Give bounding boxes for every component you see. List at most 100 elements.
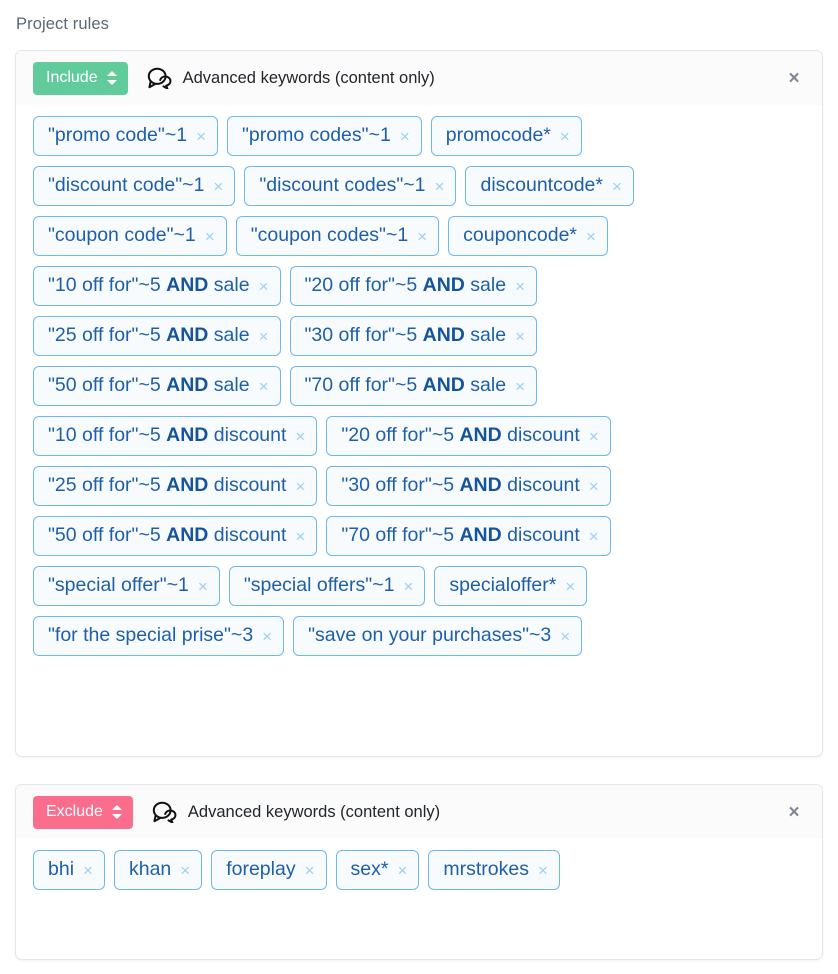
keyword-tag-remove-icon[interactable]: ×: [304, 860, 315, 880]
rule-mode-selector-exclude[interactable]: Exclude: [33, 795, 133, 829]
keyword-tag-remove-icon[interactable]: ×: [295, 476, 306, 496]
keyword-tag: promocode*×: [430, 116, 582, 156]
keyword-tag: khan×: [113, 850, 203, 890]
keyword-tag: "promo code"~1 ×: [33, 116, 218, 156]
keyword-tag-remove-icon[interactable]: ×: [197, 576, 208, 596]
keyword-tag: "30 off for"~5 AND discount ×: [326, 466, 611, 506]
comments-icon: [147, 67, 172, 90]
keyword-tag: "30 off for"~5 AND sale ×: [289, 316, 537, 356]
keyword-tag: "10 off for"~5 AND discount ×: [33, 416, 318, 456]
keyword-tag-remove-icon[interactable]: ×: [515, 276, 525, 296]
keyword-tag: "coupon codes"~1 ×: [235, 216, 440, 256]
keyword-tag-label: "discount code"~1: [48, 174, 205, 197]
keyword-tag-remove-icon[interactable]: ×: [258, 276, 269, 296]
keyword-tag-label: bhi: [48, 858, 75, 881]
keyword-tag-area: bhi×khan×foreplay×sex*×mrstrokes×: [16, 839, 822, 906]
keyword-tag-remove-icon[interactable]: ×: [258, 326, 269, 346]
keyword-tag-remove-icon[interactable]: ×: [399, 126, 410, 146]
chevron-up-down-icon: [111, 804, 122, 820]
keyword-tag: "special offer"~1 ×: [33, 566, 220, 606]
keyword-tag-remove-icon[interactable]: ×: [295, 526, 306, 546]
keyword-tag-row: "special offer"~1×"special offers"~1×spe…: [33, 566, 806, 606]
keyword-tag-remove-icon[interactable]: ×: [588, 476, 599, 496]
keyword-tag-remove-icon[interactable]: ×: [258, 376, 269, 396]
keyword-tag-row: "25 off for"~5 AND sale×"30 off for"~5 A…: [33, 316, 806, 356]
keyword-tag-label: "50 off for"~5 AND sale: [48, 374, 250, 397]
keyword-tag-label: foreplay: [226, 858, 296, 881]
rule-mode-label: Exclude: [46, 803, 103, 820]
keyword-tag-remove-icon[interactable]: ×: [204, 226, 215, 246]
keyword-tag-row: "discount code"~1×"discount codes"~1×dis…: [33, 166, 806, 206]
keyword-tag-label: "coupon codes"~1: [250, 224, 409, 247]
keyword-tag-label: mrstrokes: [443, 858, 529, 881]
keyword-tag: "25 off for"~5 AND sale ×: [33, 316, 281, 356]
keyword-tag-label: "special offer"~1: [48, 574, 189, 597]
close-icon[interactable]: ×: [782, 66, 806, 90]
keyword-tag-row: "promo code"~1×"promo codes"~1×promocode…: [33, 116, 806, 156]
keyword-tag-remove-icon[interactable]: ×: [586, 226, 596, 246]
keyword-tag-label: specialoffer*: [449, 574, 557, 597]
keyword-tag-remove-icon[interactable]: ×: [295, 426, 306, 446]
keyword-tag-remove-icon[interactable]: ×: [560, 626, 571, 646]
keyword-tag: "20 off for"~5 AND sale ×: [289, 266, 537, 306]
keyword-tag-remove-icon[interactable]: ×: [565, 576, 576, 596]
keyword-tag: "discount codes"~1×: [244, 166, 457, 206]
keyword-tag-remove-icon[interactable]: ×: [611, 176, 622, 196]
keyword-tag: "10 off for"~5 AND sale ×: [33, 266, 281, 306]
keyword-tag-label: couponcode*: [463, 224, 578, 247]
keyword-tag-remove-icon[interactable]: ×: [515, 376, 525, 396]
keyword-tag: sex*×: [335, 850, 420, 890]
keyword-tag-remove-icon[interactable]: ×: [83, 860, 93, 880]
keyword-tag-remove-icon[interactable]: ×: [262, 626, 273, 646]
keyword-tag: foreplay ×: [211, 850, 327, 890]
keyword-tag-label: "20 off for"~5 AND discount: [341, 424, 580, 447]
keyword-tag-row: "coupon code"~1×"coupon codes"~1×couponc…: [33, 216, 806, 256]
keyword-tag-remove-icon[interactable]: ×: [537, 860, 548, 880]
keyword-tag: couponcode* ×: [448, 216, 608, 256]
keyword-tag: "coupon code"~1×: [33, 216, 227, 256]
keyword-tag-remove-icon[interactable]: ×: [559, 126, 570, 146]
keyword-tag-row: "50 off for"~5 AND discount×"70 off for"…: [33, 516, 806, 556]
keyword-tag-remove-icon[interactable]: ×: [588, 426, 599, 446]
keyword-tag-label: "10 off for"~5 AND sale: [48, 274, 250, 297]
rule-mode-selector-include[interactable]: Include: [33, 61, 128, 95]
keyword-tag-remove-icon[interactable]: ×: [588, 526, 599, 546]
keyword-tag: specialoffer* ×: [434, 566, 588, 606]
keyword-tag-row: "for the special prise"~3 × "save on your …: [33, 616, 806, 656]
keyword-tag-label: "promo codes"~1: [242, 124, 391, 147]
comments-icon: [152, 801, 177, 824]
keyword-tag: mrstrokes ×: [428, 850, 560, 890]
keyword-tag-label: "25 off for"~5 AND sale: [48, 324, 250, 347]
keyword-tag-remove-icon[interactable]: ×: [515, 326, 525, 346]
keyword-tag: discountcode* ×: [465, 166, 634, 206]
keyword-tag-remove-icon[interactable]: ×: [213, 176, 224, 196]
keyword-tag-remove-icon[interactable]: ×: [397, 860, 408, 880]
rule-card-exclude: Exclude Advanced keywords (content only)…: [15, 784, 823, 960]
keyword-tag-remove-icon[interactable]: ×: [196, 126, 206, 146]
keyword-tag-remove-icon[interactable]: ×: [417, 226, 428, 246]
keyword-tag: "discount code"~1 ×: [33, 166, 236, 206]
keyword-tag-remove-icon[interactable]: ×: [180, 860, 191, 880]
keyword-tag: "70 off for"~5 AND discount ×: [326, 516, 611, 556]
keyword-tag: "promo codes"~1 ×: [227, 116, 422, 156]
keyword-tag-row: "25 off for"~5 AND discount×"30 off for"…: [33, 466, 806, 506]
keyword-tag: "25 off for"~5 AND discount×: [33, 466, 318, 506]
keyword-tag-remove-icon[interactable]: ×: [434, 176, 445, 196]
rule-type-label: Advanced keywords (content only): [182, 69, 435, 87]
keyword-tag-label: "10 off for"~5 AND discount: [48, 424, 287, 447]
close-icon[interactable]: ×: [782, 800, 806, 824]
keyword-tag-label: "save on your purchases"~3: [308, 624, 552, 647]
keyword-tag-label: "promo code"~1: [48, 124, 188, 147]
keyword-tag-label: "for the special prise"~3: [48, 624, 254, 647]
keyword-tag-row: bhi×khan×foreplay×sex*×mrstrokes×: [33, 850, 806, 890]
keyword-tag-label: "70 off for"~5 AND discount: [341, 524, 580, 547]
keyword-tag-row: "50 off for"~5 AND sale×"70 off for"~5 A…: [33, 366, 806, 406]
keyword-tag-label: "20 off for"~5 AND sale: [304, 274, 507, 297]
keyword-tag-label: "30 off for"~5 AND sale: [304, 324, 507, 347]
keyword-tag-remove-icon[interactable]: ×: [403, 576, 414, 596]
keyword-tag-label: discountcode*: [480, 174, 603, 197]
keyword-tag-label: "30 off for"~5 AND discount: [341, 474, 580, 497]
keyword-tag-row: "10 off for"~5 AND sale×"20 off for"~5 A…: [33, 266, 806, 306]
keyword-tag: "70 off for"~5 AND sale×: [289, 366, 537, 406]
